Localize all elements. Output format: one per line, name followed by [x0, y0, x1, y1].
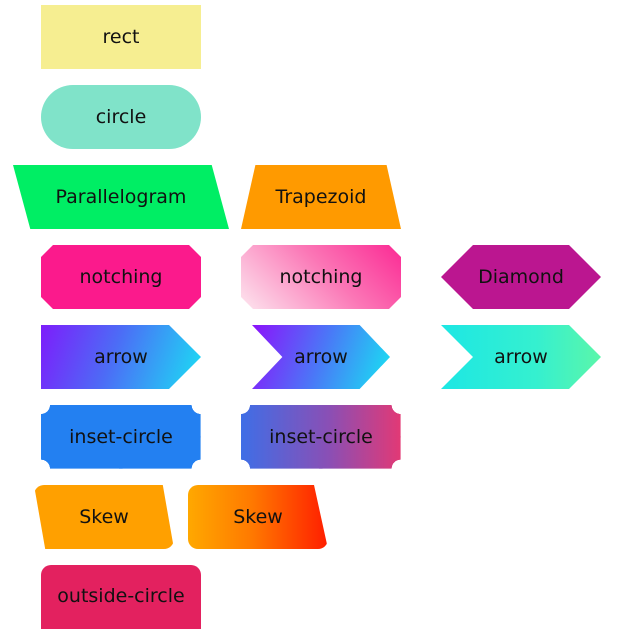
notching-label: notching — [279, 266, 363, 288]
skew-shape-solid: Skew — [34, 485, 174, 549]
diamond-shape: Diamond — [441, 245, 601, 309]
rect-label: rect — [102, 26, 140, 48]
skew-label: Skew — [233, 506, 283, 528]
notching-shape-gradient: notching — [241, 245, 401, 309]
circle-shape: circle — [41, 85, 201, 149]
arrow-shape-chevron: arrow — [252, 325, 390, 389]
inset-circle-label: inset-circle — [269, 426, 373, 448]
outside-circle-label: outside-circle — [57, 585, 185, 607]
inset-circle-shape-gradient: inset-circle — [241, 405, 401, 469]
skew-shape-gradient: Skew — [188, 485, 328, 549]
trapezoid-label: Trapezoid — [275, 186, 367, 208]
inset-circle-label: inset-circle — [69, 426, 173, 448]
notching-shape-solid: notching — [41, 245, 201, 309]
parallelogram-label: Parallelogram — [55, 186, 187, 208]
rect-shape: rect — [41, 5, 201, 69]
trapezoid-shape: Trapezoid — [241, 165, 401, 229]
notching-label: notching — [79, 266, 163, 288]
arrow-shape-notched-tail: arrow — [441, 325, 601, 389]
skew-label: Skew — [79, 506, 129, 528]
arrow-shape-flat-tail: arrow — [41, 325, 201, 389]
parallelogram-shape: Parallelogram — [13, 165, 229, 229]
inset-circle-shape-solid: inset-circle — [41, 405, 201, 469]
arrow-label: arrow — [94, 346, 148, 368]
circle-label: circle — [95, 106, 147, 128]
arrow-label: arrow — [294, 346, 348, 368]
diamond-label: Diamond — [478, 266, 564, 288]
arrow-label: arrow — [494, 346, 548, 368]
outside-circle-shape: outside-circle — [41, 565, 201, 629]
